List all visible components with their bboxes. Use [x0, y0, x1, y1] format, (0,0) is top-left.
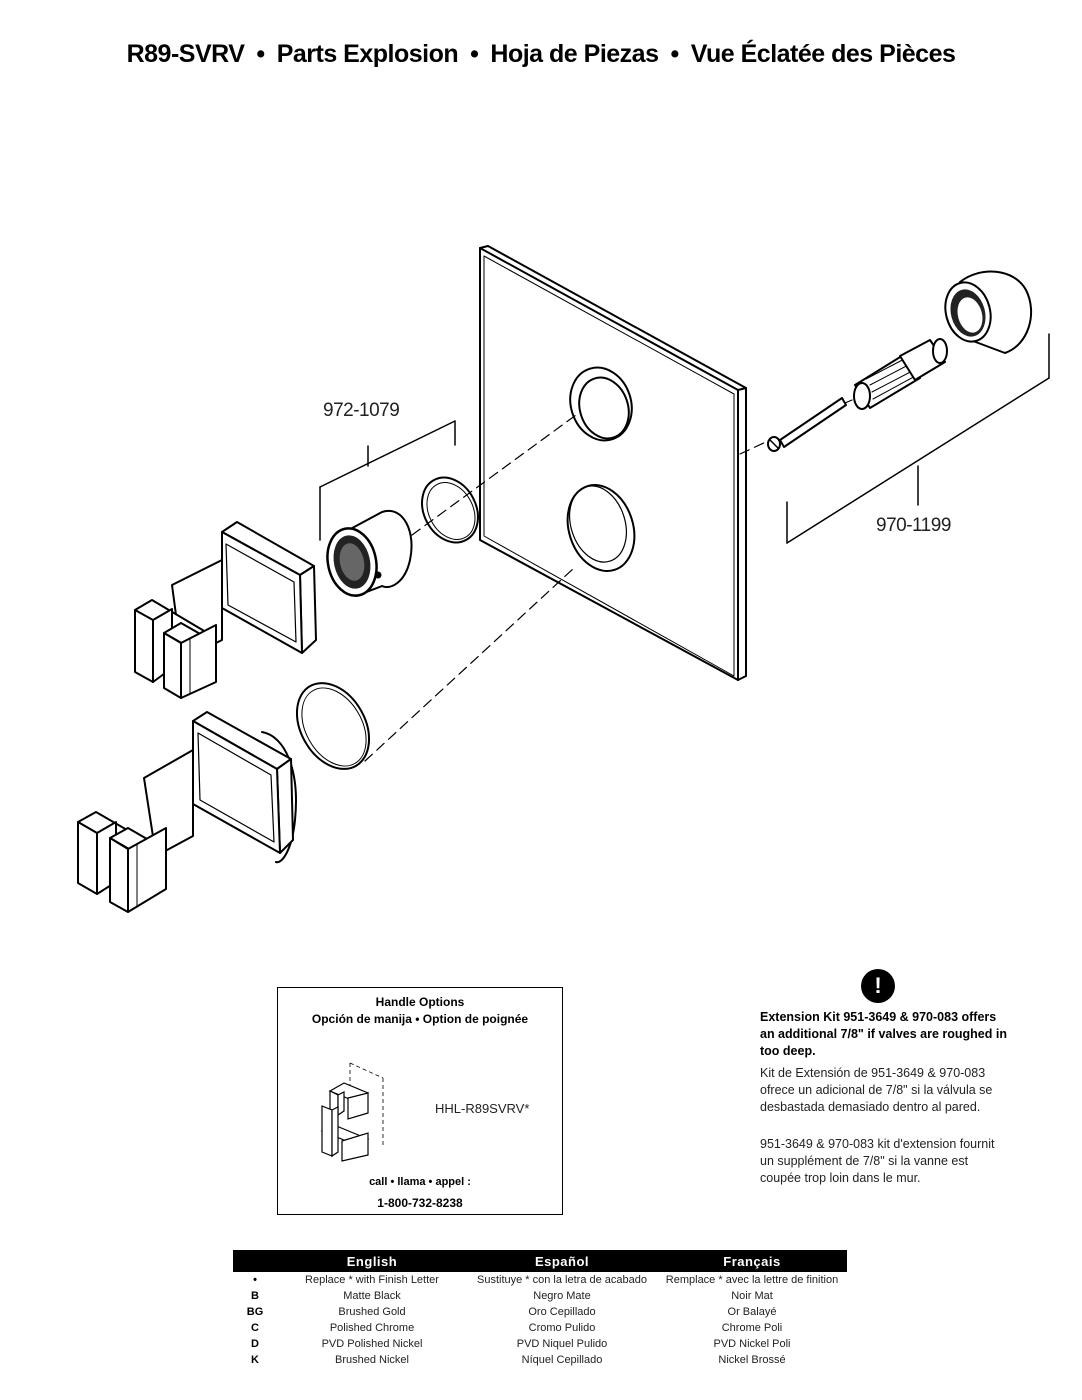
- stem-kit-bracket: [786, 333, 1050, 544]
- title-model: R89-SVRV: [126, 40, 245, 68]
- finish-french: Chrome Poli: [721, 1322, 783, 1334]
- cartridge-bracket: [319, 420, 456, 541]
- title-separator: •: [670, 40, 679, 68]
- finish-spanish: Cromo Pulido: [528, 1322, 596, 1334]
- header-english: English: [277, 1250, 467, 1272]
- finish-code: B: [251, 1290, 259, 1302]
- finish-french: Or Balayé: [727, 1306, 777, 1318]
- title-french: Vue Éclatée des Pièces: [690, 40, 956, 68]
- header-spanish: Español: [467, 1250, 657, 1272]
- exclamation-icon: !: [861, 969, 895, 1003]
- finish-code: •: [253, 1274, 257, 1286]
- handle-options-subtitle: Opción de manija • Option de poignée: [311, 1012, 529, 1026]
- finish-english: Matte Black: [343, 1290, 401, 1302]
- finish-english: PVD Polished Nickel: [321, 1338, 423, 1350]
- finish-french: Noir Mat: [731, 1290, 773, 1302]
- table-row: BG Brushed Gold Oro Cepillado Or Balayé: [233, 1304, 847, 1320]
- retaining-screw: [767, 397, 847, 452]
- upper-o-ring: [421, 476, 479, 544]
- finish-spanish: Negro Mate: [533, 1290, 591, 1302]
- finish-code: BG: [246, 1306, 264, 1318]
- finish-english: Polished Chrome: [329, 1322, 415, 1334]
- upper-plate-opening: [569, 366, 633, 442]
- cartridge-knob: [326, 509, 413, 597]
- handle-options-box: Handle Options Opción de manija • Option…: [277, 987, 563, 1215]
- lower-wall-bracket: [77, 711, 297, 913]
- page-title: R89-SVRV • Parts Explosion • Hoja de Piezas •…: [0, 40, 1082, 69]
- alignment-lines: [364, 399, 853, 762]
- call-label: call • llama • appel :: [369, 1176, 471, 1188]
- cartridge-part-number: 972-1079: [323, 400, 400, 421]
- table-row: K Brushed Nickel Níquel Cepillado Nickel…: [233, 1352, 847, 1368]
- finish-english: Brushed Gold: [338, 1306, 406, 1318]
- parts-explosion-diagram: [77, 245, 1050, 913]
- finish-spanish: Níquel Cepillado: [521, 1354, 603, 1366]
- splined-adapter: [853, 338, 948, 410]
- title-spanish: Hoja de Piezas: [490, 40, 659, 68]
- finish-spanish: PVD Niquel Pulido: [516, 1338, 608, 1350]
- trim-plate: [479, 245, 747, 681]
- finish-french: Nickel Brossé: [718, 1354, 786, 1366]
- phone-number: 1-800-732-8238: [377, 1196, 463, 1210]
- lower-o-ring: [295, 682, 371, 770]
- finish-code: C: [251, 1322, 259, 1334]
- table-row: D PVD Polished Nickel PVD Niquel Pulido …: [233, 1336, 847, 1352]
- extension-kit-note-spanish: Kit de Extensión de 951-3649 & 970-083 o…: [760, 1066, 993, 1114]
- finish-french: PVD Nickel Poli: [713, 1338, 791, 1350]
- header-french: Français: [657, 1250, 847, 1272]
- finish-table: English Español Français • Replace * wit…: [233, 1250, 847, 1368]
- handle-model-number: HHL-R89SVRV*: [435, 1101, 530, 1116]
- finish-english: Replace * with Finish Letter: [305, 1274, 439, 1286]
- upper-wall-bracket: [134, 521, 317, 699]
- finish-code: D: [251, 1338, 259, 1350]
- title-english: Parts Explosion: [276, 40, 459, 68]
- title-separator: •: [470, 40, 479, 68]
- extension-kit-note-english: Extension Kit 951-3649 & 970-083 offers …: [760, 1010, 1007, 1058]
- handle-options-title: Handle Options: [375, 995, 465, 1009]
- title-separator: •: [256, 40, 265, 68]
- finish-code: K: [251, 1354, 259, 1366]
- finish-spanish: Oro Cepillado: [528, 1306, 596, 1318]
- finish-english: Brushed Nickel: [335, 1354, 409, 1366]
- header-code: [233, 1250, 277, 1272]
- extension-kit-note-french: 951-3649 & 970-083 kit d'extension fourn…: [760, 1137, 995, 1185]
- table-row: B Matte Black Negro Mate Noir Mat: [233, 1288, 847, 1304]
- lower-plate-opening: [566, 484, 636, 572]
- table-row: C Polished Chrome Cromo Pulido Chrome Po…: [233, 1320, 847, 1336]
- finish-spanish: Sustituye * con la letra de acabado: [476, 1274, 647, 1286]
- handle-illustration: [320, 1062, 384, 1162]
- stem-kit-part-number: 970-1199: [876, 515, 951, 536]
- finish-table-header: English Español Français: [233, 1250, 847, 1272]
- finish-french: Remplace * avec la lettre de finition: [665, 1274, 839, 1286]
- table-row: • Replace * with Finish Letter Sustituye…: [233, 1272, 847, 1288]
- stem-collar: [944, 270, 1033, 354]
